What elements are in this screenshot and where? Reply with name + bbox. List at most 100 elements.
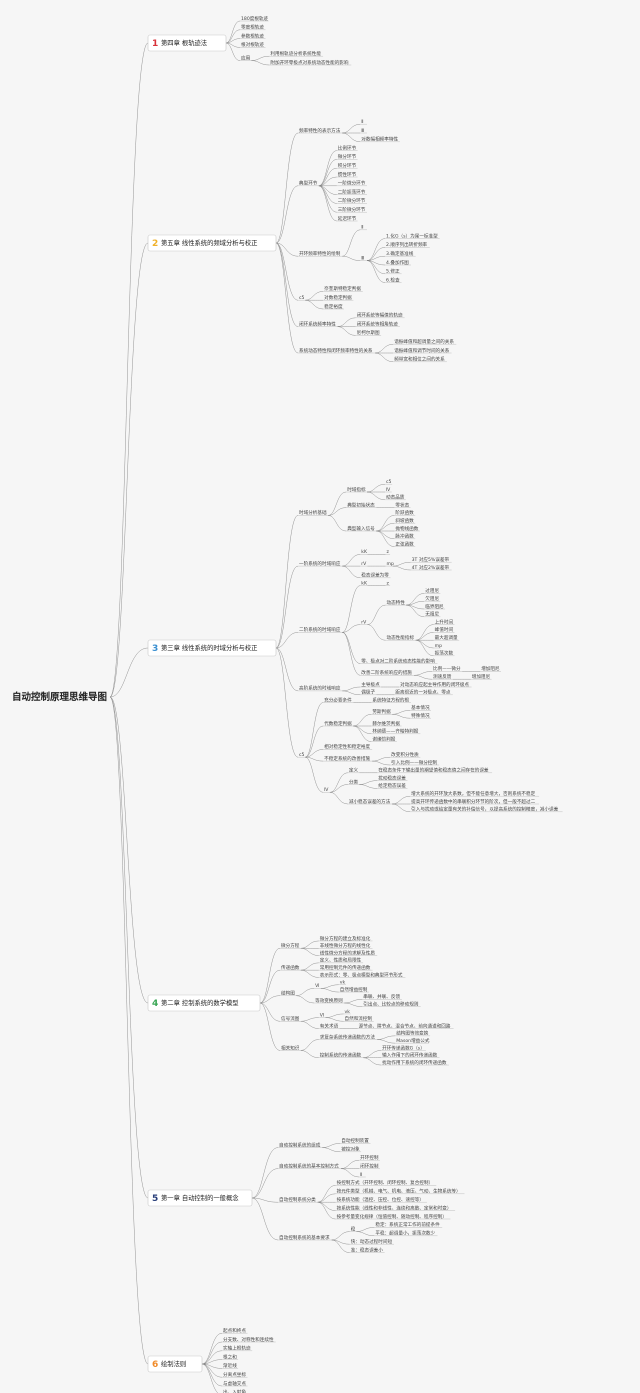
map-node[interactable]: 稳定：系统正常工作的前提条件 <box>374 1221 443 1228</box>
map-node[interactable]: 二阶振荡环节 <box>336 188 367 195</box>
map-node[interactable]: 应用 <box>240 54 252 61</box>
map-node[interactable]: 开环传递函数G（s） <box>381 1044 426 1051</box>
map-node[interactable]: 代数稳定判据 <box>323 720 354 727</box>
map-node[interactable]: 稳态误差为零 <box>360 572 391 579</box>
map-node[interactable]: 对数稳定判据 <box>323 294 354 301</box>
map-node[interactable]: 按系统功能（温控、压控、位控、速控等） <box>335 1196 427 1203</box>
map-node[interactable]: vk <box>343 1009 351 1015</box>
map-node[interactable]: 定义、性质和局限性 <box>318 957 364 964</box>
map-node[interactable]: 频率特性的表示方法 <box>298 127 343 134</box>
map-node[interactable]: 常用控制元件的传递函数 <box>318 964 373 971</box>
map-node[interactable]: 引入比例——微分控制 <box>390 759 440 766</box>
map-node[interactable]: 欠阻尼 <box>424 595 441 602</box>
map-node[interactable]: 按系统性能（线性和非线性、连续和离散、定常和时变） <box>335 1204 456 1211</box>
map-node[interactable]: z <box>385 581 391 586</box>
map-node[interactable]: 表示形式：零、极点模型和典型环节形式 <box>318 971 406 978</box>
map-node[interactable]: 动态品质 <box>385 494 406 501</box>
map-node[interactable]: 与虚轴交点 <box>222 1380 248 1387</box>
map-node[interactable]: 稳定裕度 <box>323 303 344 310</box>
map-node[interactable]: 结构图 <box>280 990 297 997</box>
map-node[interactable]: 比例——微分 <box>432 665 463 672</box>
map-node[interactable]: 源节点、阱节点、混合节点、前向通道和回路 <box>357 1022 454 1029</box>
map-node[interactable]: 不稳定系统的改善措施 <box>323 755 373 762</box>
map-node[interactable]: 主导极点 <box>360 681 382 688</box>
map-node[interactable]: 斜坡函数 <box>394 517 416 524</box>
map-node[interactable]: vk <box>338 980 346 986</box>
map-node[interactable]: c5 <box>385 479 393 485</box>
map-node[interactable]: 提高开环传递函数中的串联积分环节的阶次，但一般不超过二 <box>410 798 540 805</box>
map-node[interactable]: 根之和 <box>222 1353 239 1360</box>
map-node[interactable]: 定义 <box>347 767 360 774</box>
map-node[interactable]: 减小稳态误差的方法 <box>347 798 393 805</box>
map-node[interactable]: 出、入射角 <box>222 1389 248 1393</box>
map-node[interactable]: 自动控制系统的组成 <box>278 1141 323 1148</box>
map-node[interactable]: 微分环节 <box>336 153 358 160</box>
map-node[interactable]: 增加阻尼 <box>470 673 492 680</box>
map-node[interactable]: 4.叠加作图 <box>385 259 411 266</box>
map-node[interactable]: 按控制方式（开环控制、闭环控制、复合控制） <box>335 1179 437 1186</box>
map-node[interactable]: 闭环控制 <box>359 1162 380 1169</box>
map-node[interactable]: 扰动稳态误差 <box>377 774 408 781</box>
map-node[interactable]: 特殊情况 <box>410 712 431 719</box>
map-node[interactable]: mp <box>433 644 442 649</box>
map-node[interactable]: 测速反馈 <box>432 673 453 680</box>
map-node[interactable]: 5.修正 <box>385 268 402 275</box>
map-node[interactable]: c5 <box>298 295 306 301</box>
map-node[interactable]: 增加阻尼 <box>480 665 501 672</box>
map-node[interactable]: 一阶微分环节 <box>336 180 367 187</box>
map-node[interactable]: 尼柯尔斯图 <box>355 329 382 336</box>
map-node[interactable]: 分离点坐标 <box>222 1371 248 1378</box>
map-node[interactable]: 6.检查 <box>385 276 402 283</box>
map-node[interactable]: 充分必要条件 <box>323 696 354 703</box>
map-node[interactable]: 二阶系统的时域响应 <box>298 626 343 633</box>
map-node[interactable]: 传递函数 <box>280 964 301 971</box>
map-node[interactable]: 非线性微分方程的线性化 <box>318 942 373 949</box>
map-node[interactable]: 过阻尼 <box>424 587 441 594</box>
map-node[interactable]: 临界阻尼 <box>424 603 446 610</box>
map-node[interactable]: 谐振峰值和超调量之间的关系 <box>393 338 457 345</box>
map-node[interactable]: 准：稳态误差小 <box>349 1246 385 1253</box>
map-node[interactable]: 距离很近的一对极点、零点 <box>394 689 453 696</box>
map-node[interactable]: 控制系统的传递函数 <box>318 1052 364 1059</box>
map-node[interactable]: 林纳德——齐帕特判据 <box>371 728 421 735</box>
map-node[interactable]: 正弦函数 <box>394 540 416 547</box>
map-node[interactable]: 零度根轨迹 <box>240 24 266 31</box>
map-node[interactable]: 按元件类型（机械、电气、机电、液压、气动、生物系统等） <box>335 1188 465 1195</box>
map-node[interactable]: 有关术语 <box>318 1022 340 1029</box>
map-node[interactable]: 典型环节 <box>298 180 319 187</box>
map-node[interactable]: 3T 对应5%误差带 <box>410 556 452 563</box>
map-node[interactable]: 结构图等效变换 <box>395 1030 431 1037</box>
map-node[interactable]: 等效变换原则 <box>314 997 345 1004</box>
map-node[interactable]: 相对稳定性和稳定裕度 <box>323 743 373 750</box>
map-node[interactable]: 基本情况 <box>410 704 431 711</box>
map-node[interactable]: 零、极点对二阶系统动态性能的影响 <box>360 657 438 664</box>
map-node[interactable]: 2.顺序列出转折频率 <box>385 241 430 248</box>
map-node[interactable]: Ⅲ <box>360 128 367 134</box>
map-node[interactable]: 平稳：超调量小，振荡次数少 <box>374 1230 438 1237</box>
map-node[interactable]: 谢绪恺判据 <box>371 735 397 742</box>
map-node[interactable]: Ⅱ <box>359 1172 366 1178</box>
map-node[interactable]: 求复杂系统传递函数的方法 <box>318 1033 378 1040</box>
map-node[interactable]: 实轴上根轨迹 <box>222 1345 253 1352</box>
map-node[interactable]: 抛物线函数 <box>394 525 420 532</box>
map-node[interactable]: 分类 <box>347 778 360 785</box>
map-node[interactable]: 劳斯判据 <box>371 708 393 715</box>
map-node[interactable]: 1.化G（s）为尾一标准型 <box>385 232 440 239</box>
map-node[interactable]: 给定稳态误差 <box>377 782 408 789</box>
map-node[interactable]: 改善二阶系统响应的措施 <box>360 669 414 676</box>
map-node[interactable]: 延迟环节 <box>336 215 358 222</box>
map-node[interactable]: 串联、并联、反馈 <box>362 993 402 1000</box>
map-node[interactable]: 引入与扰动或给定量有关的补偿信号，以提高系统的控制精度，减小误差 <box>410 806 563 813</box>
map-node[interactable]: 快：动态过程时间短 <box>349 1238 394 1245</box>
map-node[interactable]: 自动控制系统分类 <box>278 1196 318 1203</box>
map-node[interactable]: 180度根轨迹 <box>240 15 269 22</box>
map-node[interactable]: 线性微分方程的求解及性质 <box>318 949 378 956</box>
map-node[interactable]: 振荡次数 <box>433 650 455 657</box>
map-node[interactable]: 相关知识 <box>280 1044 301 1051</box>
map-node[interactable]: 对数幅相频率特性 <box>360 136 400 143</box>
map-node[interactable]: 闭环系统频率特性 <box>298 320 338 327</box>
